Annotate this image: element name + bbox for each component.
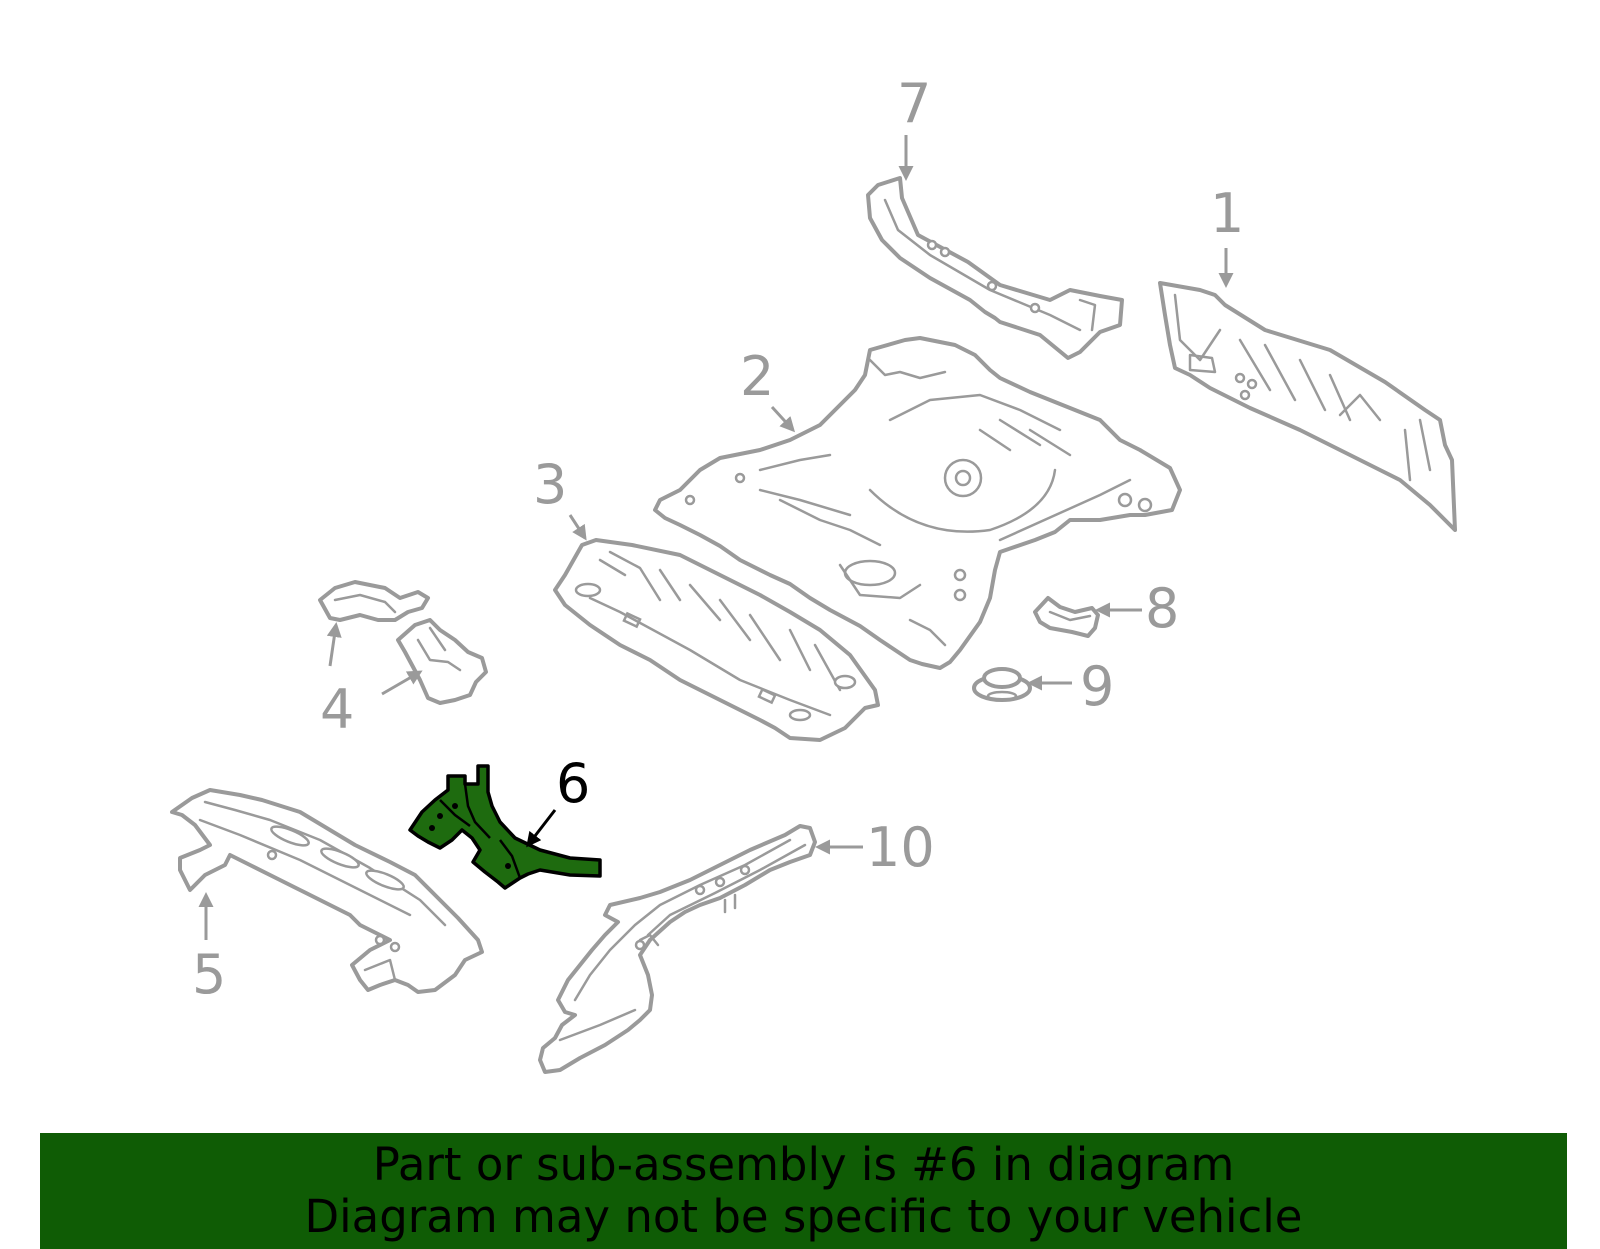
leader-6 — [526, 809, 557, 848]
callout-9: 9 — [1080, 655, 1114, 718]
callout-labels: 1 2 3 4 5 6 7 8 9 10 — [192, 72, 1244, 1006]
leader-3 — [568, 514, 587, 541]
banner-line-2: Diagram may not be specific to your vehi… — [304, 1190, 1303, 1243]
part-4-brackets[interactable] — [318, 580, 488, 705]
callout-2: 2 — [740, 345, 774, 408]
part-9-plug[interactable] — [972, 667, 1032, 702]
part-8-bracket[interactable] — [1033, 596, 1100, 638]
banner-line-1: Part or sub-assembly is #6 in diagram — [372, 1138, 1235, 1191]
callout-3: 3 — [533, 453, 567, 516]
callout-1: 1 — [1210, 182, 1244, 245]
info-banner: Part or sub-assembly is #6 in diagram Di… — [40, 1133, 1567, 1249]
part-5-side-rail[interactable] — [170, 788, 484, 994]
callout-4: 4 — [320, 678, 354, 741]
callout-8: 8 — [1145, 577, 1179, 640]
part-10-side-member[interactable] — [538, 824, 817, 1074]
part-6-reinforcement[interactable] — [408, 764, 602, 890]
callout-6: 6 — [556, 752, 590, 815]
callout-5: 5 — [192, 943, 226, 1006]
leader-2 — [770, 405, 796, 433]
part-7-cross-member[interactable] — [866, 176, 1124, 360]
leader-4b — [381, 670, 423, 696]
leader-lines — [198, 135, 1234, 940]
part-1-rear-panel[interactable] — [1158, 281, 1457, 532]
part-3-cross-panel[interactable] — [553, 538, 880, 742]
part-2-floor-pan[interactable] — [653, 336, 1182, 670]
callout-7: 7 — [897, 72, 931, 135]
leader-4a — [326, 622, 342, 667]
callout-10: 10 — [866, 816, 935, 879]
